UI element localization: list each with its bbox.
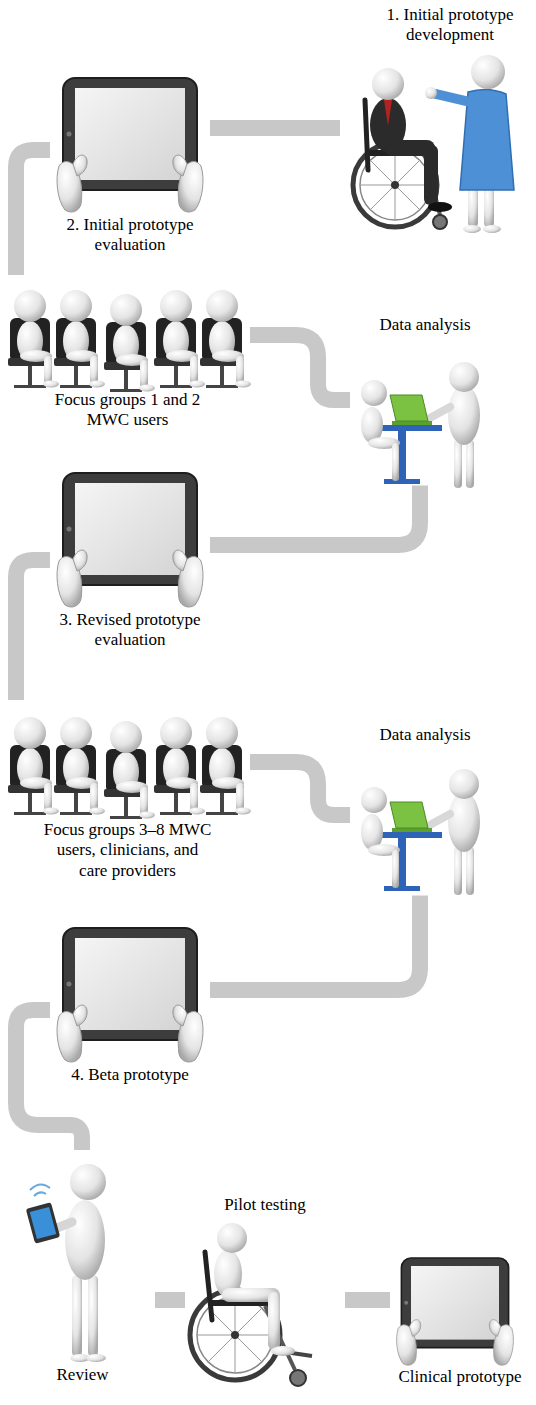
focus-group: Focus groups 1 and 2 MWC users xyxy=(5,275,250,431)
review-stage: Review xyxy=(10,1150,155,1385)
focus-group: Focus groups 3–8 MWC users, clinicians, … xyxy=(5,700,250,881)
figure-space xyxy=(350,745,500,895)
stage-label: Data analysis xyxy=(350,725,500,745)
tablet-icon xyxy=(57,928,203,1062)
stage-label: Focus groups 1 and 2 MWC users xyxy=(40,390,215,431)
data-analysis: Data analysis xyxy=(350,725,500,895)
figure-space xyxy=(5,275,250,390)
stage-label: 1. Initial prototype development xyxy=(375,5,525,46)
flow-band xyxy=(16,560,50,700)
stage-development: 1. Initial prototype development xyxy=(340,5,530,236)
stage-label: Data analysis xyxy=(350,315,500,335)
stage-label: 3. Revised prototype evaluation xyxy=(50,610,210,651)
stage-label: 2. Initial prototype evaluation xyxy=(50,215,210,256)
figure-space xyxy=(340,46,530,236)
figure-space xyxy=(390,1255,530,1367)
figure-space xyxy=(10,1150,155,1365)
flow-band xyxy=(210,485,420,545)
stage-label: 4. Beta prototype xyxy=(50,1065,210,1085)
flow-band xyxy=(250,335,350,400)
figure-space xyxy=(50,470,210,610)
tablet-stage: 3. Revised prototype evaluation xyxy=(50,470,210,651)
stage-label: Pilot testing xyxy=(185,1195,345,1215)
review-figure xyxy=(26,1164,106,1362)
flow-band xyxy=(210,895,420,990)
focus-group-figures xyxy=(8,717,251,819)
tablet-icon xyxy=(397,1258,514,1365)
stage-label: Clinical prototype xyxy=(390,1367,530,1387)
stage-label: Focus groups 3–8 MWC users, clinicians, … xyxy=(44,820,212,881)
figure-space xyxy=(50,75,210,215)
figure-space xyxy=(50,925,210,1065)
clinician-figure xyxy=(425,55,514,233)
pilot-wheelchair-figure xyxy=(190,1223,312,1386)
flow-band xyxy=(155,1292,185,1308)
stage-label: Review xyxy=(10,1365,155,1385)
flow-band xyxy=(250,762,350,815)
tablet-stage: 4. Beta prototype xyxy=(50,925,210,1085)
pilot-stage: Pilot testing xyxy=(185,1195,345,1390)
data-analysis: Data analysis xyxy=(350,315,500,485)
flow-band xyxy=(345,1292,390,1308)
analysis-figures xyxy=(361,769,480,895)
flow-band xyxy=(210,120,340,136)
figure-space xyxy=(185,1215,345,1390)
tablet-icon xyxy=(57,78,203,212)
analysis-figures xyxy=(361,362,480,488)
figure-space xyxy=(350,335,500,485)
flow-band xyxy=(16,150,50,275)
clinical-stage: Clinical prototype xyxy=(390,1255,530,1387)
focus-group-figures xyxy=(8,290,251,392)
figure-space xyxy=(5,700,250,820)
tablet-stage: 2. Initial prototype evaluation xyxy=(50,75,210,256)
tablet-icon xyxy=(57,473,203,607)
